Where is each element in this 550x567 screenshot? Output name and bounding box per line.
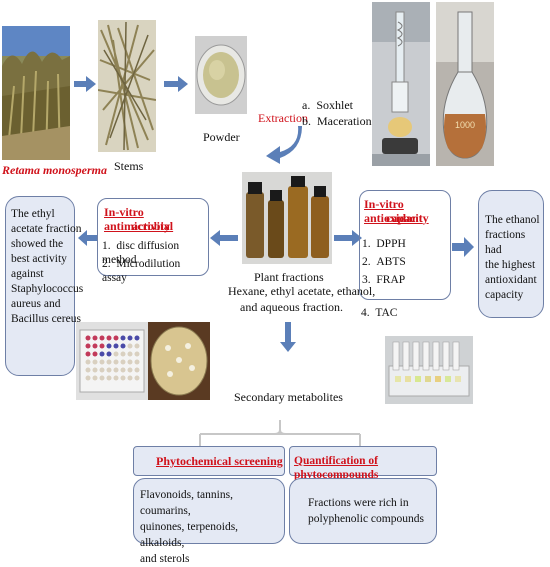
antimicrobial-method-1: 1. disc diffusion method	[102, 240, 180, 266]
antioxidant-assay-4: 4. TAC	[361, 307, 398, 319]
antioxidant-result-box: The ethanol fractions had the highest an…	[478, 190, 544, 318]
arrow-antimicrobial-to-result	[78, 230, 98, 246]
arrow-center-to-antioxidant	[334, 230, 362, 246]
maceration-flask-photo: 1000	[436, 2, 494, 166]
powder-label: Powder	[203, 130, 240, 144]
extraction-method-b: b. Maceration	[302, 114, 372, 128]
antioxidant-title-line2: capacity	[386, 211, 429, 225]
arrow-extraction-curve	[266, 126, 302, 164]
flask-volume-mark: 1000	[455, 120, 476, 130]
plant-fractions-line2: Hexane, ethyl acetate, ethanol,	[228, 284, 376, 298]
antioxidant-assay-1: 1. DPPH	[362, 238, 406, 250]
plant-name-label: Retama monosperma	[2, 163, 108, 177]
antioxidant-method-box: In-vitro antioxidant capacity 1. DPPH 2.…	[359, 190, 451, 300]
secondary-metabolites-label: Secondary metabolites	[234, 390, 343, 404]
phytochemical-screening-header: Phytochemical screening	[133, 446, 285, 476]
arrow-antioxidant-to-result	[452, 237, 474, 257]
antioxidant-assay-3: 3. FRAP	[362, 274, 406, 286]
antimicrobial-result-box: The ethyl acetate fraction showed the be…	[5, 196, 83, 376]
phytochemical-screening-title: Phytochemical screening	[156, 454, 283, 468]
antioxidant-assay-2: 2. ABTS	[362, 256, 406, 268]
arrow-plant-to-stems	[74, 76, 96, 92]
plant-fractions-line3: and aqueous fraction.	[240, 300, 343, 314]
soxhlet-photo	[372, 2, 430, 166]
secondary-branch-lines	[199, 420, 361, 448]
extraction-label: Extraction	[258, 111, 308, 125]
extraction-method-a: a. Soxhlet	[302, 98, 353, 112]
arrow-center-to-antimicrobial	[210, 230, 238, 246]
quantification-text: Fractions were rich in polyphenolic comp…	[308, 497, 424, 525]
antimicrobial-method-box: In-vitro antimicrobial activity 1. disc …	[97, 198, 209, 284]
quantification-body: Fractions were rich in polyphenolic comp…	[289, 478, 437, 544]
stems-label: Stems	[114, 159, 144, 173]
antioxidant-title-line1: In-vitro antioxidant	[364, 197, 423, 225]
antioxidant-result-text: The ethanol fractions had the highest an…	[485, 214, 540, 301]
antimicrobial-title-line1: In-vitro antimicrobial	[104, 205, 174, 233]
antioxidant-assay-photo	[385, 336, 473, 404]
arrow-center-to-secondary	[280, 322, 296, 352]
arrow-stems-to-powder	[164, 76, 188, 92]
plant-fractions-title: Plant fractions	[254, 270, 324, 284]
antimicrobial-title-line2: activity	[132, 219, 170, 233]
stems-photo	[98, 20, 156, 152]
petri-dish-photo	[148, 322, 210, 400]
microplate-photo	[76, 322, 148, 400]
antimicrobial-method-2: 2. Microdilution assay	[102, 258, 181, 284]
powder-photo	[195, 36, 247, 114]
phytochemical-screening-text: Flavonoids, tannins, coumarins, quinones…	[140, 489, 239, 565]
quantification-header: Quantification of phytocompounds	[289, 446, 437, 481]
retama-plant-photo	[2, 26, 70, 160]
antimicrobial-result-text: The ethyl acetate fraction showed the be…	[11, 208, 84, 325]
plant-fraction-bottles-photo	[242, 172, 332, 264]
phytochemical-screening-body: Flavonoids, tannins, coumarins, quinones…	[133, 478, 285, 565]
